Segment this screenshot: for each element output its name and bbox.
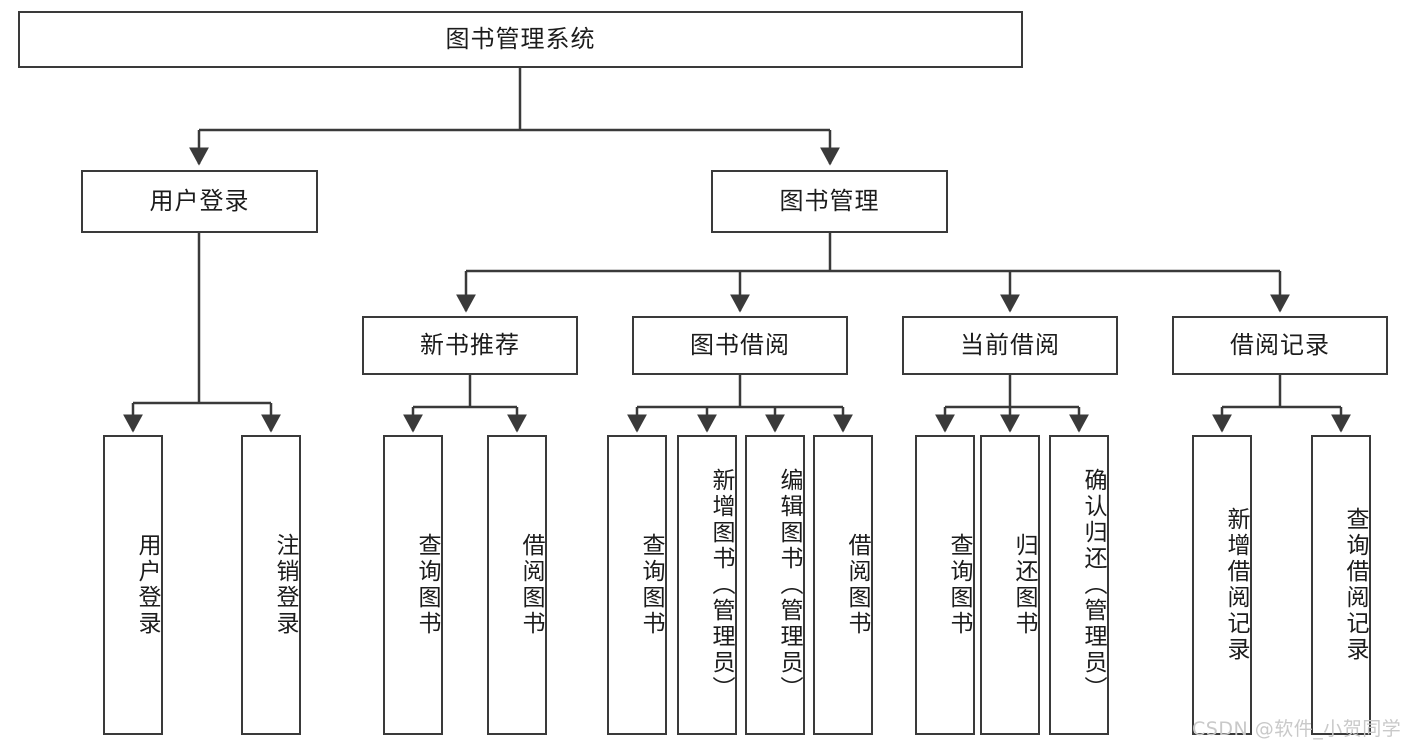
leaf-current-borrow-return[interactable]: 归还图书 [980, 435, 1040, 735]
leaf-user-login-login[interactable]: 用户登录 [103, 435, 163, 735]
node-current-borrow[interactable]: 当前借阅 [902, 316, 1118, 375]
node-new-book-recommend[interactable]: 新书推荐 [362, 316, 578, 375]
leaf-user-login-logout[interactable]: 注销登录 [241, 435, 301, 735]
node-book-borrow[interactable]: 图书借阅 [632, 316, 848, 375]
node-root-system[interactable]: 图书管理系统 [18, 11, 1023, 68]
leaf-label: 查询图书 [946, 533, 972, 637]
leaf-label: 借阅图书 [844, 533, 870, 637]
node-borrow-record[interactable]: 借阅记录 [1172, 316, 1388, 375]
leaf-label: 新增借阅记录 [1223, 507, 1249, 663]
leaf-label: 用户登录 [134, 533, 160, 637]
leaf-label: 新增图书（管理员） [708, 468, 734, 702]
leaf-label: 注销登录 [272, 533, 298, 637]
leaf-book-borrow-add[interactable]: 新增图书（管理员） [677, 435, 737, 735]
leaf-current-borrow-query[interactable]: 查询图书 [915, 435, 975, 735]
node-book-management[interactable]: 图书管理 [711, 170, 948, 233]
node-user-login[interactable]: 用户登录 [81, 170, 318, 233]
leaf-label: 归还图书 [1011, 533, 1037, 637]
leaf-label: 借阅图书 [518, 533, 544, 637]
leaf-current-borrow-confirm-return[interactable]: 确认归还（管理员） [1049, 435, 1109, 735]
leaf-label: 查询图书 [638, 533, 664, 637]
leaf-borrow-record-query[interactable]: 查询借阅记录 [1311, 435, 1371, 735]
leaf-new-book-borrow[interactable]: 借阅图书 [487, 435, 547, 735]
leaf-book-borrow-borrow[interactable]: 借阅图书 [813, 435, 873, 735]
leaf-borrow-record-add[interactable]: 新增借阅记录 [1192, 435, 1252, 735]
leaf-new-book-query[interactable]: 查询图书 [383, 435, 443, 735]
leaf-label: 查询图书 [414, 533, 440, 637]
leaf-book-borrow-edit[interactable]: 编辑图书（管理员） [745, 435, 805, 735]
leaf-book-borrow-query[interactable]: 查询图书 [607, 435, 667, 735]
csdn-watermark: CSDN @软件_小贺同学 [1192, 718, 1402, 740]
leaf-label: 查询借阅记录 [1342, 507, 1368, 663]
leaf-label: 编辑图书（管理员） [776, 468, 802, 702]
leaf-label: 确认归还（管理员） [1080, 468, 1106, 702]
